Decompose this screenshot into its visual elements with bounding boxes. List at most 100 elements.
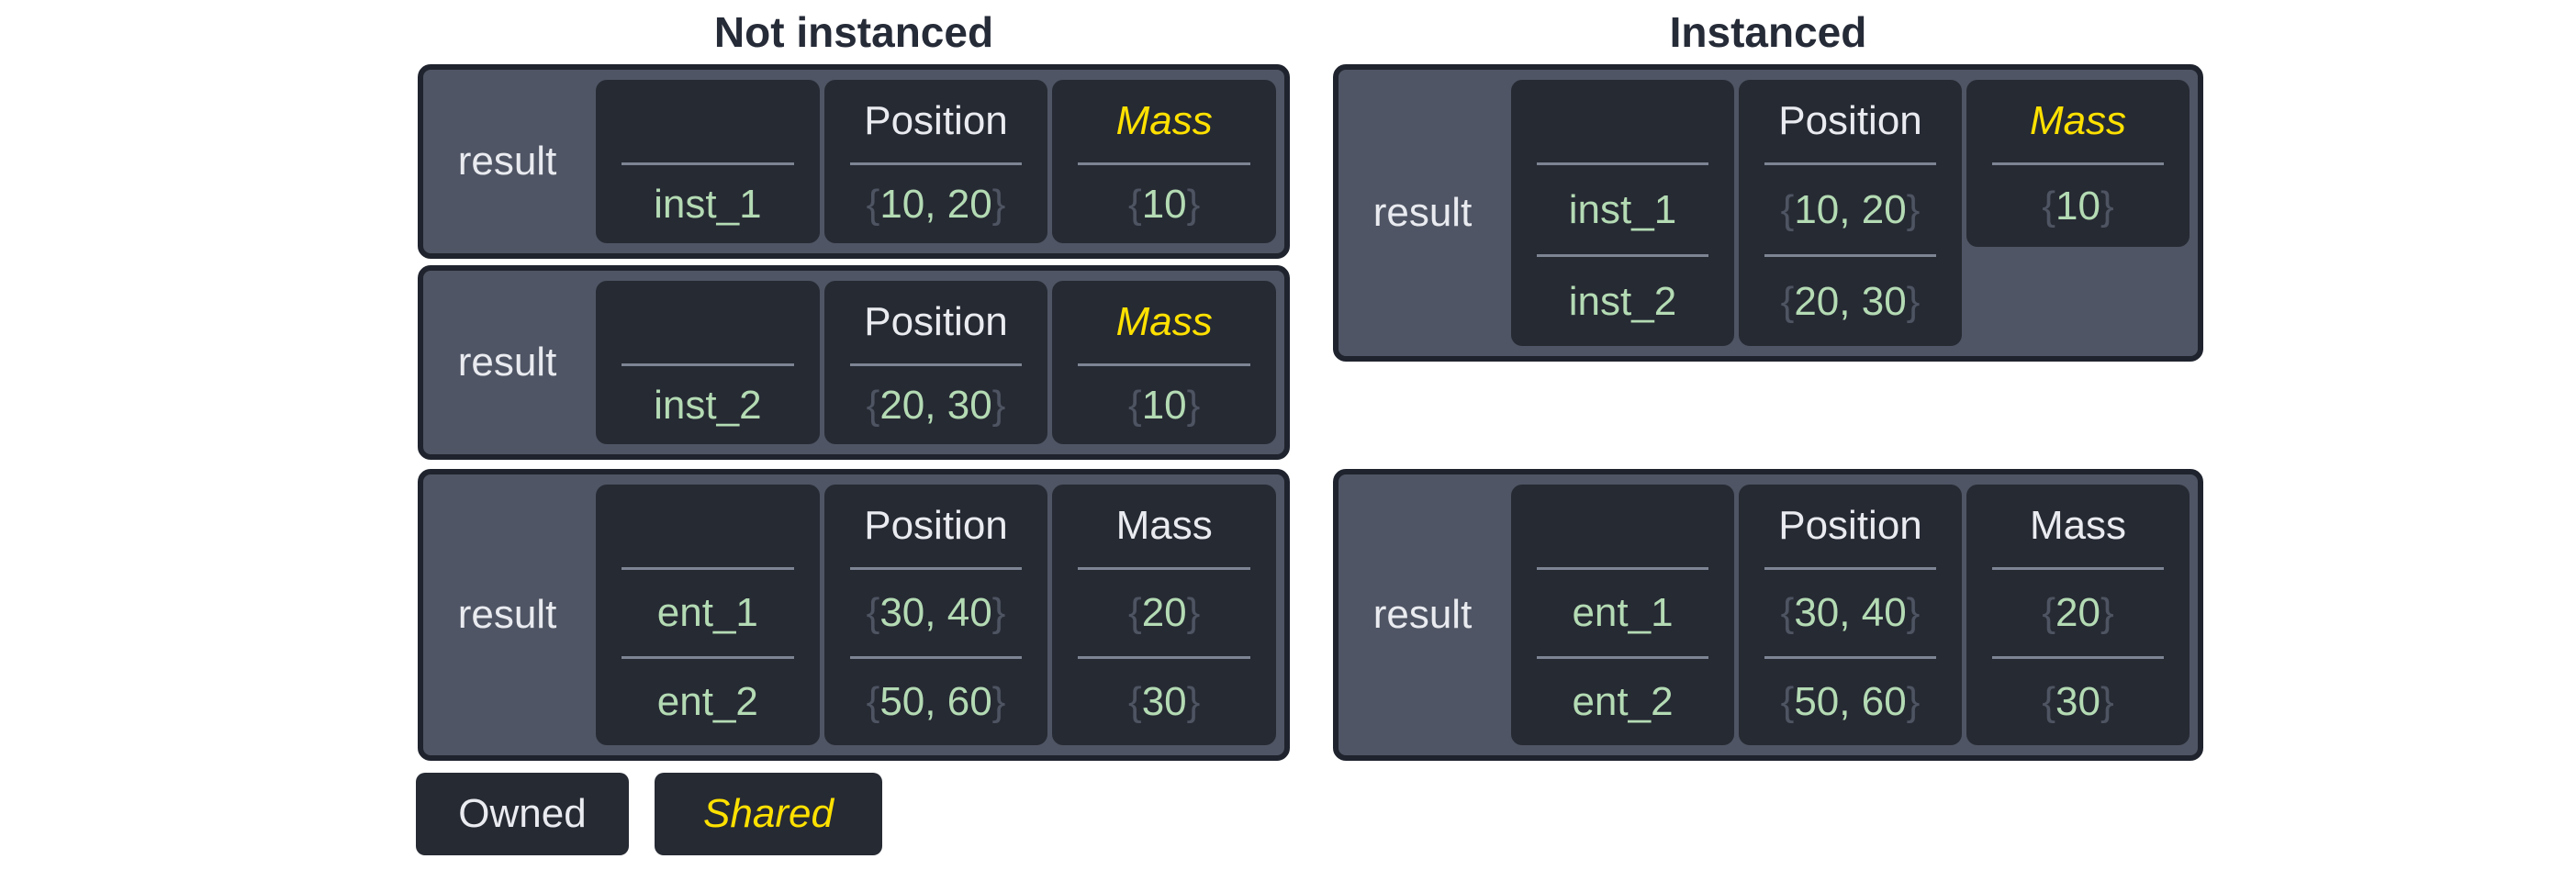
close-brace: }: [1906, 590, 1921, 635]
result-label: result: [457, 340, 557, 385]
close-brace: }: [1186, 679, 1201, 724]
position-value: {50, 60}: [824, 659, 1048, 745]
open-brace: {: [866, 590, 880, 635]
position-value: {10, 20}: [824, 165, 1048, 243]
entity-column: inst_1: [596, 80, 820, 243]
separator-line: [622, 567, 794, 570]
mass-header: Mass: [1115, 299, 1213, 344]
position-column: Position {30, 40} {50, 60}: [1739, 485, 1962, 745]
mass-value: {30}: [1052, 659, 1276, 745]
mass-numbers: 10: [2055, 183, 2100, 229]
close-brace: }: [991, 590, 1006, 635]
close-brace: }: [1906, 186, 1921, 232]
separator-line: [1764, 567, 1936, 570]
separator-line: [849, 567, 1023, 570]
result-label: result: [1372, 592, 1473, 637]
open-brace: {: [866, 181, 880, 227]
position-column: Position {10, 20} {20, 30}: [1739, 80, 1962, 346]
mass-header: Mass: [2029, 98, 2127, 143]
query-result-box-instanced: result inst_1 inst_2 Position {10, 20} {…: [1333, 64, 2203, 362]
mass-column: Mass {20} {30}: [1966, 485, 2190, 745]
close-brace: }: [2100, 183, 2114, 229]
mass-column-shared: Mass {10}: [1966, 80, 2190, 247]
entity-column: ent_1 ent_2: [1511, 485, 1734, 745]
separator-line: [1078, 363, 1251, 366]
open-brace: {: [1780, 186, 1795, 232]
position-value: {50, 60}: [1739, 659, 1962, 745]
close-brace: }: [1906, 278, 1921, 324]
open-brace: {: [2042, 590, 2056, 635]
column-title-instanced: Instanced: [1669, 8, 1867, 56]
entity-name: ent_1: [656, 590, 758, 635]
entity-name: ent_2: [656, 679, 758, 724]
mass-column: Mass {10}: [1052, 80, 1277, 243]
open-brace: {: [1128, 679, 1142, 724]
query-result-box-inst1: result inst_1 Position {10, 20} Mass {10…: [418, 64, 1290, 259]
open-brace: {: [2042, 183, 2056, 229]
separator-line: [849, 162, 1023, 165]
result-label: result: [1372, 190, 1473, 235]
position-column: Position {10, 20}: [823, 80, 1048, 243]
mass-header: Mass: [1115, 503, 1213, 548]
close-brace: }: [991, 382, 1006, 428]
legend-owned: Owned: [416, 773, 629, 855]
close-brace: }: [1186, 382, 1201, 428]
open-brace: {: [1780, 679, 1795, 724]
separator-line: [1537, 254, 1708, 257]
separator-line: [1992, 567, 2164, 570]
query-result-box-entities: result ent_1 ent_2 Position {30, 40} {50…: [418, 469, 1290, 761]
separator-line: [1078, 567, 1251, 570]
mass-value: {10}: [1966, 165, 2190, 247]
position-column: Position {30, 40} {50, 60}: [823, 485, 1048, 745]
separator-line: [1537, 567, 1708, 570]
position-value: {20, 30}: [1739, 257, 1962, 346]
position-value: {30, 40}: [1739, 570, 1962, 656]
mass-numbers: 30: [2055, 679, 2100, 724]
separator-line: [1992, 656, 2164, 659]
position-numbers: 50, 60: [1794, 679, 1907, 724]
open-brace: {: [1128, 181, 1142, 227]
entity-name: ent_1: [1572, 590, 1674, 635]
close-brace: }: [1186, 181, 1201, 227]
position-header: Position: [864, 503, 1008, 548]
mass-numbers: 20: [2055, 590, 2100, 635]
entity-name: inst_1: [654, 181, 762, 227]
separator-line: [1764, 162, 1936, 165]
position-value: {20, 30}: [824, 366, 1048, 444]
entity-name: inst_1: [1568, 186, 1677, 232]
query-result-box-inst2: result inst_2 Position {20, 30} Mass {10…: [418, 265, 1290, 460]
entity-header: [596, 80, 820, 162]
separator-line: [849, 656, 1023, 659]
close-brace: }: [1186, 590, 1201, 635]
separator-line: [1078, 162, 1251, 165]
mass-numbers: 20: [1141, 590, 1187, 635]
open-brace: {: [1128, 590, 1142, 635]
separator-line: [622, 162, 794, 165]
position-value: {30, 40}: [824, 570, 1048, 656]
mass-numbers: 10: [1141, 382, 1187, 428]
open-brace: {: [866, 679, 880, 724]
entity-column: inst_1 inst_2: [1511, 80, 1734, 346]
separator-line: [1078, 656, 1251, 659]
entity-column: inst_2: [596, 281, 820, 444]
separator-line: [1764, 656, 1936, 659]
position-numbers: 30, 40: [879, 590, 992, 635]
entity-header: [1511, 485, 1734, 567]
close-brace: }: [1906, 679, 1921, 724]
entity-header: [596, 281, 820, 363]
close-brace: }: [2100, 590, 2114, 635]
separator-line: [1764, 254, 1936, 257]
position-value: {10, 20}: [1739, 165, 1962, 254]
open-brace: {: [866, 382, 880, 428]
open-brace: {: [1780, 278, 1795, 324]
separator-line: [1992, 162, 2164, 165]
close-brace: }: [991, 181, 1006, 227]
mass-value: {20}: [1052, 570, 1276, 656]
position-numbers: 20, 30: [1794, 278, 1907, 324]
position-numbers: 30, 40: [1794, 590, 1907, 635]
mass-column: Mass {20} {30}: [1052, 485, 1277, 745]
position-numbers: 10, 20: [879, 181, 992, 227]
entity-name: inst_2: [654, 382, 762, 428]
separator-line: [849, 363, 1023, 366]
mass-value: {10}: [1052, 366, 1276, 444]
